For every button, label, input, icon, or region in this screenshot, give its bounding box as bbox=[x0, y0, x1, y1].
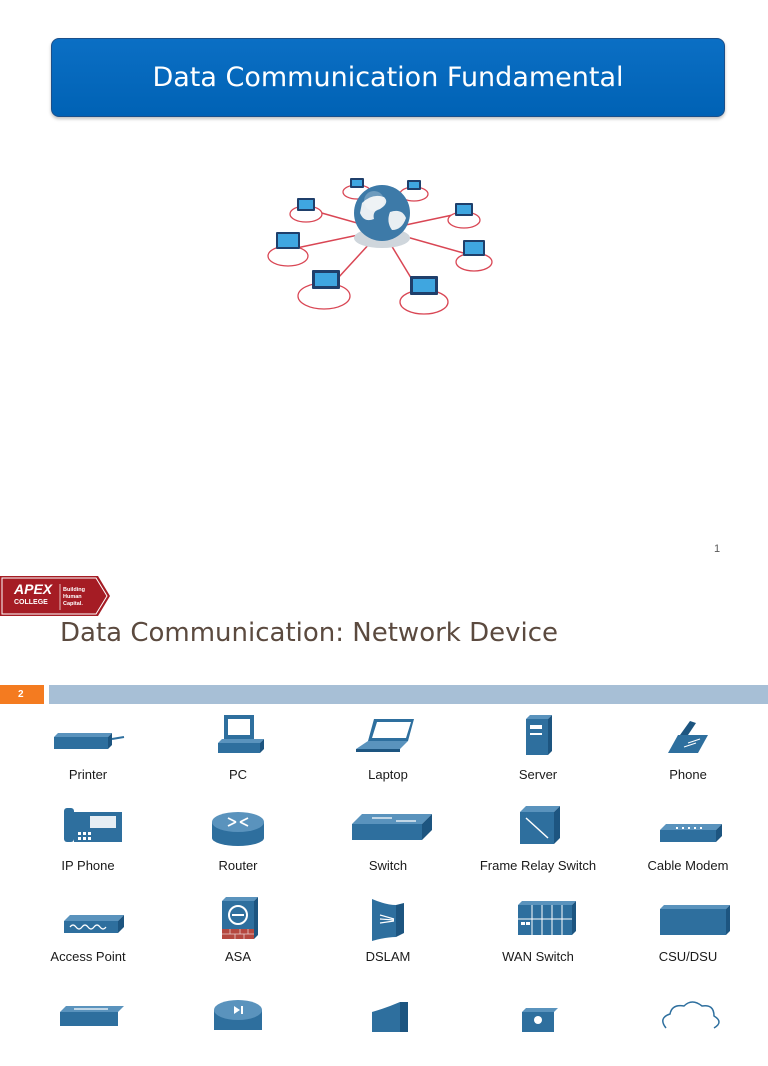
device-pc: PC bbox=[164, 713, 312, 793]
page-number: 1 bbox=[714, 543, 721, 555]
ip-phone-icon bbox=[64, 808, 122, 842]
server-icon bbox=[526, 715, 552, 755]
svg-text:COLLEGE: COLLEGE bbox=[14, 599, 48, 606]
cloud-icon bbox=[662, 1001, 720, 1029]
wan-switch-icon bbox=[518, 901, 576, 935]
switch-icon bbox=[352, 814, 432, 840]
device-label: Frame Relay Switch bbox=[479, 858, 597, 873]
asa-icon bbox=[222, 897, 258, 939]
device-row4-router bbox=[164, 986, 312, 1066]
device-label: ASA bbox=[224, 949, 251, 964]
device-label: Switch bbox=[368, 858, 408, 873]
device-asa: ASA bbox=[164, 895, 312, 975]
device-label: Phone bbox=[669, 767, 707, 782]
device-row4-cloud bbox=[614, 986, 762, 1066]
dslam-icon bbox=[372, 899, 404, 941]
device-label: Laptop bbox=[368, 767, 408, 782]
device-router: Router bbox=[164, 804, 312, 884]
svg-text:Capital.: Capital. bbox=[63, 601, 83, 607]
device-cable-modem: Cable Modem bbox=[614, 804, 762, 884]
device-label: Router bbox=[218, 858, 258, 873]
device-label: WAN Switch bbox=[502, 949, 574, 964]
content-device-icon bbox=[372, 1002, 408, 1032]
device-label: Printer bbox=[68, 767, 108, 782]
device-printer: Printer bbox=[14, 713, 162, 793]
pc-icon bbox=[218, 715, 264, 753]
device-row4-dslam bbox=[314, 986, 462, 1066]
device-label: DSLAM bbox=[365, 949, 411, 964]
title-banner: Data Communication Fundamental bbox=[51, 38, 725, 117]
device-label: CSU/DSU bbox=[658, 949, 718, 964]
frame-relay-switch-icon bbox=[520, 806, 560, 844]
device-row4-bridge bbox=[14, 986, 162, 1066]
csu-dsu-icon bbox=[660, 905, 730, 935]
device-ip-phone: IP Phone bbox=[14, 804, 162, 884]
router-icon bbox=[212, 812, 264, 846]
multilayer-switch-icon bbox=[522, 1008, 558, 1032]
device-csu-dsu: CSU/DSU bbox=[614, 895, 762, 975]
device-label: Cable Modem bbox=[647, 858, 729, 873]
device-row4-multilayer-switch bbox=[464, 986, 612, 1066]
phone-icon bbox=[668, 721, 708, 753]
network-globe-illustration bbox=[267, 178, 493, 315]
device-label: IP Phone bbox=[61, 858, 115, 873]
router-voice-icon bbox=[214, 1000, 262, 1030]
slide-number-badge: 2 bbox=[0, 685, 44, 704]
device-server: Server bbox=[464, 713, 612, 793]
svg-text:APEX: APEX bbox=[13, 581, 54, 597]
device-switch: Switch bbox=[314, 804, 462, 884]
apex-college-logo: APEX COLLEGE Building Human Capital. bbox=[0, 576, 110, 616]
device-wan-switch: WAN Switch bbox=[464, 895, 612, 975]
device-dslam: DSLAM bbox=[314, 895, 462, 975]
slide-2-title: Data Communication: Network Device bbox=[60, 618, 559, 648]
slide-2: APEX COLLEGE Building Human Capital. Dat… bbox=[0, 568, 768, 1032]
device-label: PC bbox=[228, 767, 248, 782]
printer-icon bbox=[54, 733, 125, 749]
device-frame-relay-switch: Frame Relay Switch bbox=[464, 804, 612, 884]
slide-1: Data Communication Fundamental bbox=[51, 38, 725, 555]
laptop-icon bbox=[356, 719, 414, 752]
slide-1-title: Data Communication Fundamental bbox=[152, 62, 624, 93]
cable-modem-icon bbox=[660, 824, 722, 842]
device-phone: Phone bbox=[614, 713, 762, 793]
device-laptop: Laptop bbox=[314, 713, 462, 793]
device-label: Server bbox=[518, 767, 558, 782]
svg-text:Building: Building bbox=[63, 587, 85, 593]
slide-header-bar bbox=[49, 685, 768, 704]
device-access-point: Access Point bbox=[14, 895, 162, 975]
access-point-icon bbox=[64, 915, 124, 933]
bridge-icon bbox=[60, 1006, 124, 1026]
device-label: Access Point bbox=[50, 949, 126, 964]
svg-text:Human: Human bbox=[63, 594, 82, 600]
